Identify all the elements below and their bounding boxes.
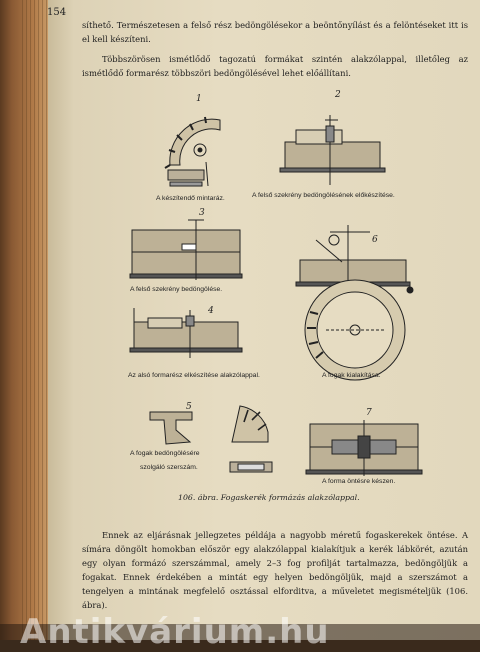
figure-caption: 106. ábra. Fogaskerék formázás alakzólap… — [178, 493, 360, 502]
label-3: A felső szekrény bedöngölése. — [130, 286, 223, 293]
label-7: A forma öntésre készen. — [322, 478, 396, 485]
label-5: A fogak kialakítása. — [322, 372, 381, 379]
book-page — [48, 0, 480, 640]
drawing-3-upper-box-rammed — [129, 219, 243, 280]
label-1: A készítendő mintaráz. — [156, 195, 225, 202]
figure-106: 1 2 3 4 5 6 7 A készítendő mintaráz. A f… — [120, 90, 460, 510]
drawing-1-gear-pattern — [164, 116, 221, 187]
label-4: Az alsó formarész elkészítése alakzólapp… — [128, 372, 260, 379]
drawing-6-gear-teeth-forming — [295, 225, 414, 381]
drawing-4-lower-form-part — [129, 308, 243, 358]
paragraph-2: Többszörösen ismétlődő tagozatú formákat… — [82, 54, 468, 78]
drawing-5-ramming-tool — [149, 405, 273, 473]
fig-number-4: 4 — [208, 306, 214, 316]
page-edges — [22, 0, 52, 640]
page-number: 154 — [47, 7, 67, 18]
technical-drawings — [129, 115, 423, 476]
fig-number-7: 7 — [366, 408, 372, 418]
label-6a: A fogak bedöngölésére — [130, 450, 200, 457]
paragraph-3: Ennek az eljárásnak jellegzetes példája … — [82, 530, 468, 610]
fig-number-2: 2 — [335, 90, 341, 100]
drawing-2-upper-box-prep — [279, 115, 386, 185]
watermark: Antikvárium.hu — [20, 612, 330, 652]
paragraph-1: síthető. Természetesen a felső rész bedö… — [82, 20, 468, 44]
drawing-7-mould-ready — [305, 420, 423, 476]
label-2: A felső szekrény bedöngölésének előkészí… — [252, 192, 395, 199]
fig-number-1: 1 — [196, 94, 202, 104]
bottom-shadow — [0, 624, 480, 640]
fig-number-3: 3 — [199, 208, 205, 218]
fig-number-6: 6 — [372, 235, 378, 245]
label-6b: szolgáló szerszám. — [140, 464, 198, 471]
fig-number-5: 5 — [186, 402, 192, 412]
